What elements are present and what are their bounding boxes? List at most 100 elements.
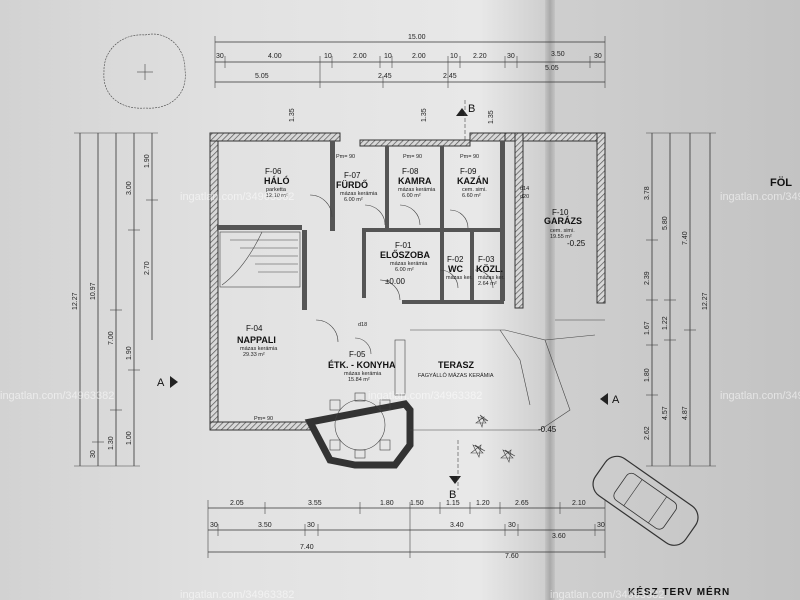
watermark-1: ingatlan.com/34963382 (180, 191, 294, 203)
dim-top-r2-10: 30 (594, 53, 602, 60)
room-floor: mázas kerámia (240, 346, 278, 352)
elevation-label-main: ±0.00 (385, 277, 406, 286)
dim-bot-r1-5: 1.20 (476, 500, 490, 507)
section-a-left: A (157, 377, 165, 389)
room-f08-label: F-08 KAMRA mázas kerámia 6.00 m² (398, 167, 436, 199)
dim-left-c4-0: 3.00 (126, 181, 133, 195)
dim-bot-r1-1: 3.55 (308, 500, 322, 507)
room-code: F-10 (552, 208, 569, 217)
room-floor: mázas ker. (478, 275, 505, 281)
bottom-dimension-lines (207, 500, 606, 558)
room-f07-label: F-07 FÜRDŐ mázas kerámia 6.00 m² (336, 171, 378, 203)
door-label-living: Pm= 90 (254, 416, 273, 422)
kitchen-counter (394, 339, 406, 396)
dim-bot-r1-3: 1.50 (410, 500, 424, 507)
dim-top-r2-6: 10 (450, 53, 458, 60)
room-f03-label: F-03 KÖZL. mázas ker. 2.64 m² (476, 255, 505, 287)
dim-top-v3: 1.35 (488, 110, 495, 124)
room-area: 19.55 m² (550, 234, 572, 240)
room-name: KAMRA (398, 176, 432, 186)
dim-bot-r1-7: 2.10 (572, 500, 586, 507)
dim-right-c2-1: 1.22 (662, 316, 669, 330)
dim-bot-r3-0: 7.40 (300, 544, 314, 551)
dim-left-c5-0: 1.90 (144, 154, 151, 168)
dim-right-c2-2: 4.57 (662, 406, 669, 420)
exterior-walls (209, 132, 606, 469)
watermark-3: ingatlan.com/34963382 (368, 390, 482, 402)
room-code: F-08 (402, 167, 419, 176)
section-markers (170, 100, 608, 490)
dim-top-r2-7: 2.20 (473, 53, 487, 60)
room-code: F-05 (349, 350, 366, 359)
left-dimension-lines (74, 132, 158, 467)
dim-bot-r2-2: 30 (307, 522, 315, 529)
section-b-bottom: B (449, 489, 456, 501)
dim-left-c4-3: 1.00 (126, 431, 133, 445)
dim-left-c2-1: 30 (90, 450, 97, 458)
dim-right-c3-1: 4.87 (682, 406, 689, 420)
dim-top-r2-8: 30 (507, 53, 515, 60)
paper-fold-shadow (545, 0, 555, 600)
label-d20: d20 (520, 194, 529, 200)
room-area: 15.84 m² (348, 377, 370, 383)
dim-top-v1: 1.35 (289, 108, 296, 122)
dim-top-r3-3: 5.05 (545, 65, 559, 72)
car-symbol (592, 455, 699, 546)
dim-top-r2-0: 30 (216, 53, 224, 60)
section-b-top: B (468, 103, 475, 115)
room-floor: mázas kerámia (390, 261, 428, 267)
dim-right-c1-0: 3.78 (644, 186, 651, 200)
terrace-name: TERASZ (438, 360, 475, 370)
label-d14: d14 (520, 186, 529, 192)
room-name: GARÁZS (544, 216, 582, 226)
dim-top-r2-5: 2.00 (412, 53, 426, 60)
shrub-symbols (470, 414, 516, 463)
dim-right-c2-0: 5.80 (662, 216, 669, 230)
dim-bot-r2-3: 3.40 (450, 522, 464, 529)
dim-top-r3-0: 5.05 (255, 73, 269, 80)
room-floor: mázas kerámia (340, 191, 378, 197)
room-code: F-07 (344, 171, 361, 180)
room-code: F-04 (246, 324, 263, 333)
dim-top-r2-3: 2.00 (353, 53, 367, 60)
dim-bot-r2-1: 3.50 (258, 522, 272, 529)
dim-bot-r1-0: 2.05 (230, 500, 244, 507)
watermark-4: ingatlan.com/34963382 (180, 589, 294, 600)
room-name: ÉTK. - KONYHA (328, 360, 396, 370)
room-name: FÜRDŐ (336, 179, 368, 190)
dim-bot-r1-6: 2.65 (515, 500, 529, 507)
right-dimension-lines (646, 132, 716, 467)
dim-right-c4: 12.27 (702, 292, 709, 310)
room-f06-label: F-06 HÁLÓ parketta 12.10 m² (264, 167, 290, 199)
dim-bot-r2-5: 3.60 (552, 533, 566, 540)
terrace-label: TERASZ FAGYÁLLÓ MÁZAS KERÁMIA (418, 360, 494, 379)
room-name: ELŐSZOBA (380, 249, 431, 260)
elevation-label-garage: -0.25 (567, 239, 586, 248)
door-label-bath: Pm= 90 (336, 154, 355, 160)
door-swings (309, 194, 494, 355)
terrace-outline (410, 319, 605, 431)
room-floor: parketta (266, 187, 287, 193)
dim-top-r2-9: 3.50 (551, 51, 565, 58)
room-f09-label: F-09 KAZÁN cem. simi. 6.60 m² (457, 167, 489, 199)
room-floor: mázas kerámia (398, 187, 436, 193)
dim-right-c1-1: 2.39 (644, 271, 651, 285)
room-code: F-06 (265, 167, 282, 176)
watermark-6: ingatlan.com/34963382 (720, 191, 800, 203)
dim-left-c5-1: 2.70 (144, 261, 151, 275)
label-d18: d18 (358, 322, 367, 328)
room-code: F-09 (460, 167, 477, 176)
dim-bot-r2-6: 30 (597, 522, 605, 529)
room-name: WC (448, 264, 463, 274)
dim-left-c4-2: 1.90 (126, 346, 133, 360)
door-label-pantry: Pm= 90 (403, 154, 422, 160)
room-floor: cem. simi. (462, 187, 487, 193)
room-code: F-02 (447, 255, 464, 264)
dim-bot-r2-4: 30 (508, 522, 516, 529)
dim-overall-top: 15.00 (408, 34, 426, 41)
room-f01-label: F-01 ELŐSZOBA mázas kerámia 6.00 m² (380, 241, 431, 273)
room-area: 6.00 m² (402, 193, 421, 199)
watermark-5: ingatlan.com/34963382 (550, 589, 664, 600)
dim-right-c1-2: 1.67 (644, 321, 651, 335)
dim-top-v2: 1.35 (421, 108, 428, 122)
